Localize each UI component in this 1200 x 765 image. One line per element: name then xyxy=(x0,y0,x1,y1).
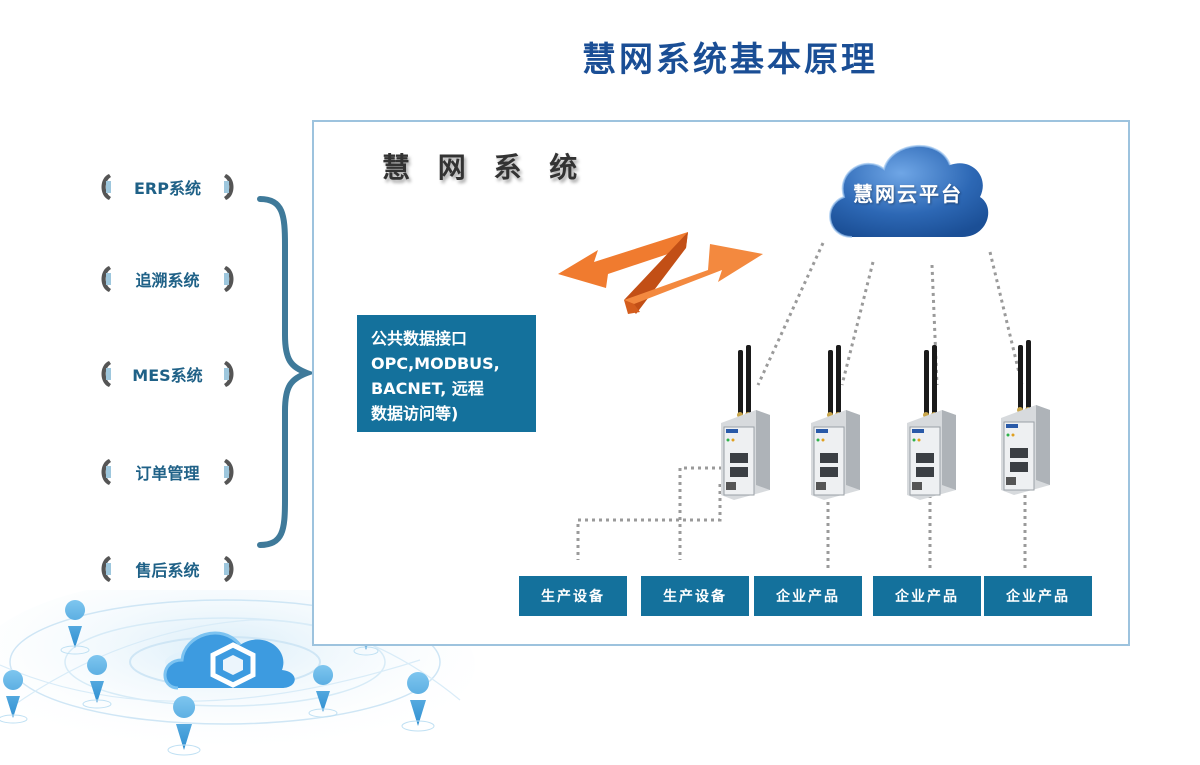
left-bracket-icon xyxy=(101,556,111,582)
cloud-cube-icon xyxy=(163,631,295,690)
right-bracket-icon xyxy=(224,266,234,292)
system-item: ERP系统 xyxy=(95,170,240,204)
system-item-label: 追溯系统 xyxy=(135,271,200,290)
location-pin-icon xyxy=(60,600,90,655)
device-box: 生产设备 xyxy=(641,576,749,616)
left-bracket-icon xyxy=(101,174,111,200)
cloud-label: 慧网云平台 xyxy=(853,182,963,206)
right-bracket-icon xyxy=(224,459,234,485)
interface-line: 公共数据接口 xyxy=(371,329,468,348)
cloud-platform-icon xyxy=(829,144,989,238)
product-box: 企业产品 xyxy=(873,576,981,616)
interface-line: OPC,MODBUS, xyxy=(371,354,500,373)
gateway-device-icon xyxy=(1001,340,1050,495)
frame-title: 慧 网 系 统 xyxy=(382,151,587,184)
location-pin-icon xyxy=(82,655,112,709)
product-box: 企业产品 xyxy=(984,576,1092,616)
left-bracket-icon xyxy=(101,361,111,387)
system-item: MES系统 xyxy=(95,357,240,391)
location-pin-icon xyxy=(0,670,28,724)
system-item: 追溯系统 xyxy=(95,262,240,296)
location-pin-icon xyxy=(167,696,201,756)
product-box: 企业产品 xyxy=(754,576,862,616)
left-bracket-icon xyxy=(101,459,111,485)
system-item: 售后系统 xyxy=(95,552,240,586)
bidirectional-arrow-icon xyxy=(558,232,763,314)
page-title: 慧网系统基本原理 xyxy=(582,40,878,80)
left-bracket-icon xyxy=(101,266,111,292)
right-bracket-icon xyxy=(224,361,234,387)
gateway-device-icon xyxy=(907,345,956,500)
gateway-device-icon xyxy=(721,345,770,500)
right-bracket-icon xyxy=(224,174,234,200)
right-bracket-icon xyxy=(224,556,234,582)
system-list: ERP系统 追溯系统 MES系统 订单管理 售后系统 xyxy=(95,170,240,590)
system-item-label: MES系统 xyxy=(132,366,203,385)
location-pin-icon xyxy=(401,672,435,732)
data-interface-box: 公共数据接口 OPC,MODBUS, BACNET, 远程 数据访问等) xyxy=(357,315,536,432)
system-item-label: ERP系统 xyxy=(134,179,201,198)
device-box: 生产设备 xyxy=(519,576,627,616)
gateway-device-icon xyxy=(811,345,860,500)
system-item-label: 售后系统 xyxy=(135,561,200,580)
location-pin-icon xyxy=(308,665,338,718)
interface-line: BACNET, 远程 xyxy=(371,379,484,398)
interface-line: 数据访问等) xyxy=(371,404,459,423)
curly-brace xyxy=(257,196,315,548)
system-item-label: 订单管理 xyxy=(135,464,200,483)
system-item: 订单管理 xyxy=(95,455,240,489)
